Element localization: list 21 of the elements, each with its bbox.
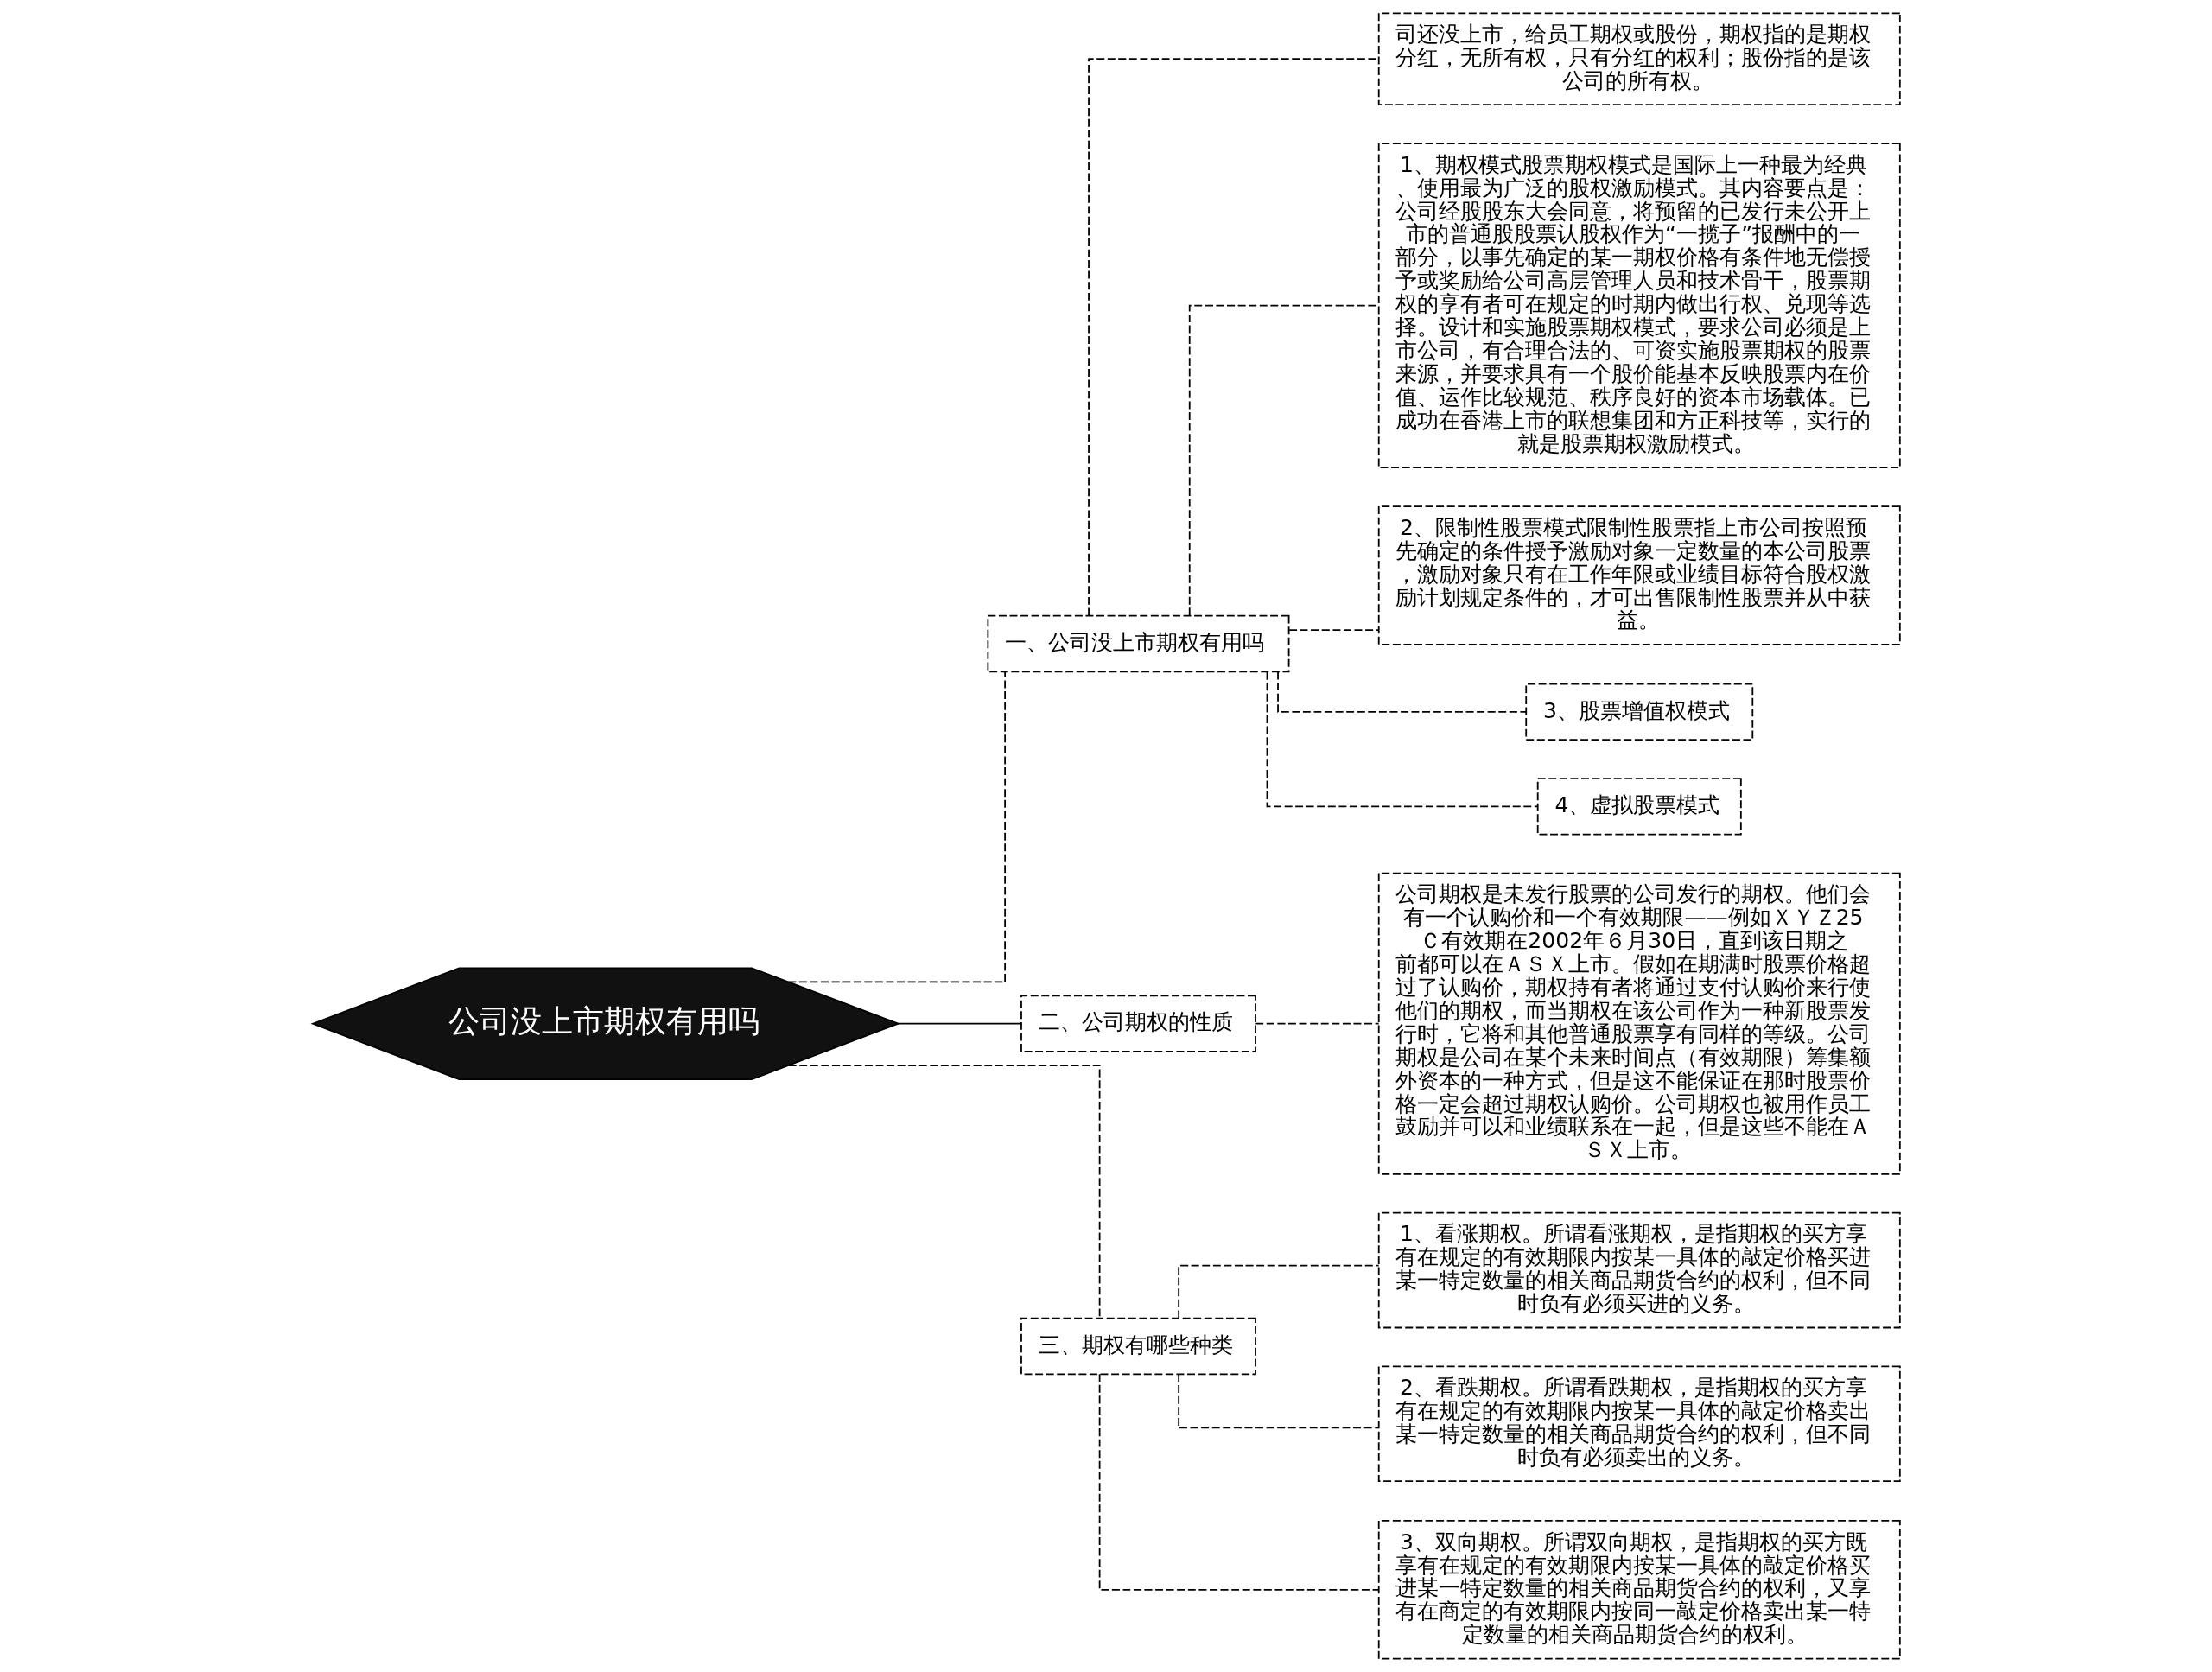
connector [1098,1373,1379,1591]
node-box: 1、期权模式股票期权模式是国际上一种最为经典、使用最为广泛的股权激励模式。其内容要点是：公司经股股东大会同意，将预留的已发行未公开上市的普通股股票认股权作为“一揽子”报酬中的一部分，以事先确定的某一期权价格有条件地无偿授予或奖励给公司高层管理人员和技术骨干，股票期权的享有者可在规定的时期内做出行权、兑现等选择。设计和实施股票期权模式，要求公司必须是上市公司，有合理合法的、可资实施股票期权的股票来源，并要求具有一个股价能基本反映股票内在价值、运作比较规范、秩序良好的资本市场载体。已成功在香港上市的联想集团和方正科技等，实行的就是股票期权激励模式。 [1377,143,1901,469]
node-box: 1、看涨期权。所谓看涨期权，是指期权的买方享有在规定的有效期限内按某一具体的敲定价格买进某一特定数量的相关商品期货合约的权利，但不同时负有必须买进的义务。 [1377,1211,1901,1329]
node-box: 3、双向期权。所谓双向期权，是指期权的买方既享有在规定的有效期限内按某一具体的敲定价格买进某一特定数量的相关商品期货合约的权利，又享有在商定的有效期限内按同一敲定价格卖出某一特定数量的相关商品期货合约的权利。 [1377,1520,1901,1660]
node-box: 三、期权有哪些种类 [1020,1317,1256,1376]
connector [1287,629,1380,632]
connector [1266,671,1538,808]
connector [1177,1373,1380,1429]
node-box: 二、公司期权的性质 [1020,995,1256,1052]
node-box: 一、公司没上市期权有用吗 [987,614,1289,673]
connector [896,1022,1022,1025]
connector [1177,1264,1380,1319]
connector [1255,1022,1380,1025]
node-box: 4、虚拟股票模式 [1536,778,1742,836]
connector [1276,671,1527,713]
node-box: 司还没上市，给员工期权或股份，期权指的是期权分红，无所有权，只有分红的权利；股份指的是该公司的所有权。 [1377,12,1901,106]
node-box: 2、看跌期权。所谓看跌期权，是指期权的买方享有在规定的有效期限内按某一具体的敲定价格卖出某一特定数量的相关商品期货合约的权利，但不同时负有必须卖出的义务。 [1377,1365,1901,1483]
node-box: 2、限制性股票模式限制性股票指上市公司按照预先确定的条件授予激励对象一定数量的本公司股票，激励对象只有在工作年限或业绩目标符合股权激励计划规定条件的，才可出售限制性股票并从中获益。 [1377,505,1901,645]
node-box: 公司期权是未发行股票的公司发行的期权。他们会有一个认购价和一个有效期限——例如ＸＹＺ25Ｃ有效期在2002年６月30日，直到该日期之前都可以在ＡＳＸ上市。假如在期满时股票价格超过了认购价，期权持有者将通过支付认购价来行使他们的期权，而当期权在该公司作为一种新股票发行时，它将和其他普通股票享有同样的等级。公司期权是公司在某个未来时间点（有效期限）筹集额外资本的一种方式，但是这不能保证在那时股票价格一定会超过期权认购价。公司期权也被用作员工鼓励并可以和业绩联系在一起，但是这些不能在ＡＳＸ上市。 [1377,872,1901,1175]
node-box: 3、股票增值权模式 [1524,683,1753,741]
connector [786,671,1006,983]
